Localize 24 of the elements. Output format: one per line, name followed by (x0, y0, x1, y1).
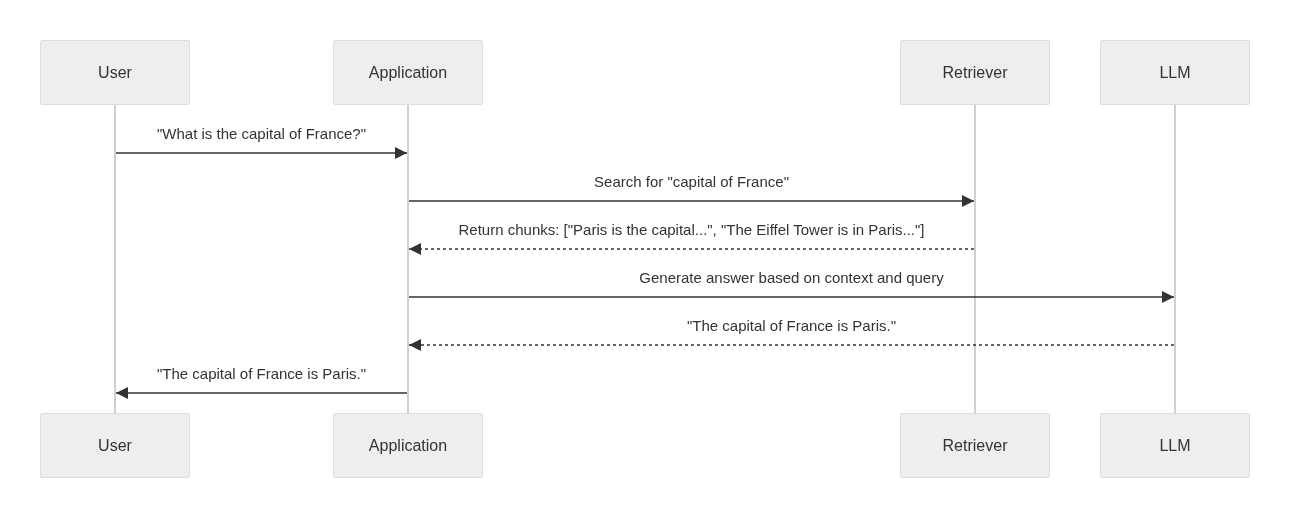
message-arrow (408, 291, 1175, 303)
lifeline (974, 105, 976, 413)
message-arrow (408, 339, 1175, 351)
message-label: Search for "capital of France" (594, 173, 789, 190)
participant-box: Application (333, 413, 483, 478)
participant-box: Application (333, 40, 483, 105)
participant-box: User (40, 413, 190, 478)
message-label: Generate answer based on context and query (639, 269, 944, 286)
message-label: "The capital of France is Paris." (156, 365, 367, 382)
participant-box: LLM (1100, 40, 1250, 105)
message-arrow (115, 387, 408, 399)
participant-box: User (40, 40, 190, 105)
message-arrow (115, 147, 408, 159)
message-arrow (408, 195, 975, 207)
participant-box: LLM (1100, 413, 1250, 478)
lifeline (407, 105, 409, 413)
participant-box: Retriever (900, 40, 1050, 105)
message-label: "The capital of France is Paris." (686, 317, 897, 334)
lifeline (114, 105, 116, 413)
message-label: "What is the capital of France?" (156, 125, 367, 142)
lifeline (1174, 105, 1176, 413)
message-arrow (408, 243, 975, 255)
message-label: Return chunks: ["Paris is the capital...", "The Eiffel Tower is in Paris..."] (458, 221, 925, 238)
participant-box: Retriever (900, 413, 1050, 478)
